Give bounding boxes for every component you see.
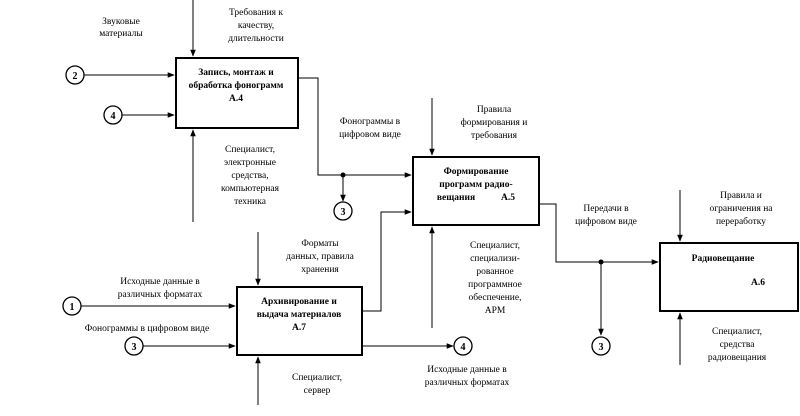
label-source-data-out: Исходные данные в различных форматах (425, 365, 510, 388)
box-a7-line2: выдача материалов (257, 310, 342, 320)
label-a4-mech-3: средства, (231, 171, 268, 181)
label-a5-mech-3: рованное (476, 267, 513, 277)
circle-ref-2-left-label: 2 (73, 71, 78, 82)
box-a4-line2: обработка фонограмм (189, 80, 284, 91)
circle-ref-3-mid[interactable]: 3 (333, 201, 353, 221)
label-restrictions-2: ограничения на (710, 204, 774, 214)
box-a4[interactable]: Запись, монтаж и обработка фонограмм А.4 (175, 57, 299, 129)
label-a7-mechanism: Специалист, сервер (292, 373, 342, 396)
label-a4-mech-2: электронные (224, 158, 276, 168)
box-a5-line3: вещания (437, 193, 475, 203)
circle-ref-3-left[interactable]: 3 (124, 336, 144, 356)
label-a5-mech-1: Специалист, (470, 241, 520, 251)
label-source-in-1: Исходные данные в (120, 277, 200, 287)
circle-ref-2-left[interactable]: 2 (65, 65, 85, 85)
label-sound-materials: Звуковые материалы (99, 17, 143, 39)
circle-ref-4-left-label: 4 (111, 111, 116, 122)
label-formats-1: Форматы (301, 239, 339, 249)
label-a4-mech-4: компьютерная (221, 184, 280, 194)
box-a6-line1: Радиовещание (692, 254, 755, 264)
circle-ref-1-left-label: 1 (70, 302, 75, 313)
label-a4-mech-1: Специалист, (225, 145, 275, 155)
label-rules-1: Правила (477, 105, 512, 115)
label-quality-requirements: Требования к качеству, длительности (228, 7, 284, 44)
label-restrictions-3: переработку (716, 216, 766, 227)
label-a5-mech-2: специализи- (470, 254, 520, 264)
label-transmission-digital: Передачи в цифровом виде (575, 204, 637, 227)
label-phonograms-digital-mid: Фонограммы в цифровом виде (339, 117, 401, 140)
label-restrictions-1: Правила и (720, 191, 762, 201)
label-a5-mech-6: АРМ (485, 306, 506, 316)
label-sound-materials-2: материалы (99, 29, 143, 39)
box-a5-line2: программ радио- (439, 180, 512, 190)
circle-ref-1-left[interactable]: 1 (62, 296, 82, 316)
label-rules-3: требования (471, 130, 518, 141)
label-formation-rules: Правила формирования и требования (461, 105, 528, 141)
label-a5-mechanism: Специалист, специализи- рованное програм… (468, 241, 522, 316)
arrow-a7-to-a5 (362, 209, 412, 312)
box-a4-line1: Запись, монтаж и (198, 68, 274, 78)
box-a5[interactable]: Формирование программ радио- вещания А.5 (412, 156, 540, 226)
label-a4-mechanism: Специалист, электронные средства, компью… (221, 145, 280, 207)
box-a5-code: А.5 (501, 193, 515, 203)
label-a6-mech-1: Специалист, (712, 327, 762, 337)
label-formats-2: данных, правила (286, 252, 354, 262)
label-source-in-2: различных форматах (118, 289, 203, 300)
label-a6-mech-2: средства (720, 340, 756, 350)
box-a6[interactable]: Радиовещание А.6 (659, 242, 799, 312)
box-a6-code: А.6 (751, 278, 765, 288)
label-formats-3: хранения (301, 265, 339, 275)
circle-ref-4-out-label: 4 (461, 342, 466, 353)
label-a5-mech-4: программное (468, 280, 522, 290)
box-a7[interactable]: Архивирование и выдача материалов А.7 (236, 286, 363, 356)
label-quality-1: Требования к (229, 7, 283, 18)
circle-ref-3-right[interactable]: 3 (591, 336, 611, 356)
box-a4-code: А.4 (229, 94, 243, 104)
label-a6-mech-3: радиовещания (708, 353, 767, 363)
circle-ref-3-mid-label: 3 (341, 207, 346, 218)
label-quality-2: качеству, (238, 21, 274, 31)
label-transmission-2: цифровом виде (575, 216, 637, 227)
box-a5-line1: Формирование (444, 167, 509, 177)
label-a7-mech-1: Специалист, (292, 373, 342, 383)
label-quality-3: длительности (228, 34, 284, 44)
circle-ref-3-left-label: 3 (132, 342, 137, 353)
label-a6-mechanism: Специалист, средства радиовещания (708, 327, 767, 363)
box-a7-code: А.7 (292, 323, 306, 333)
label-phono-mid-1: Фонограммы в (340, 117, 401, 127)
label-rules-2: формирования и (461, 117, 528, 128)
label-a5-mech-5: обеспечение, (469, 292, 522, 303)
label-phono-mid-2: цифровом виде (339, 129, 401, 140)
arrow-a4-to-a5 (298, 77, 412, 178)
circle-ref-4-out[interactable]: 4 (453, 336, 473, 356)
box-a7-line1: Архивирование и (261, 297, 337, 307)
label-source-out-1: Исходные данные в (427, 365, 507, 375)
label-rules-restrictions: Правила и ограничения на переработку (710, 191, 774, 227)
label-a4-mech-5: техника (234, 197, 267, 207)
circle-ref-4-left[interactable]: 4 (103, 105, 123, 125)
label-a7-mech-2: сервер (304, 386, 331, 396)
label-source-out-2: различных форматах (425, 377, 510, 388)
arrow-a5-to-a6 (539, 203, 659, 265)
circle-ref-3-right-label: 3 (599, 342, 604, 353)
label-sound-materials-1: Звуковые (102, 17, 140, 27)
label-source-data-in: Исходные данные в различных форматах (118, 277, 203, 300)
label-formats: Форматы данных, правила хранения (286, 239, 354, 275)
label-phonograms-digital-left: Фонограммы в цифровом виде (85, 323, 209, 334)
label-transmission-1: Передачи в (583, 204, 629, 214)
